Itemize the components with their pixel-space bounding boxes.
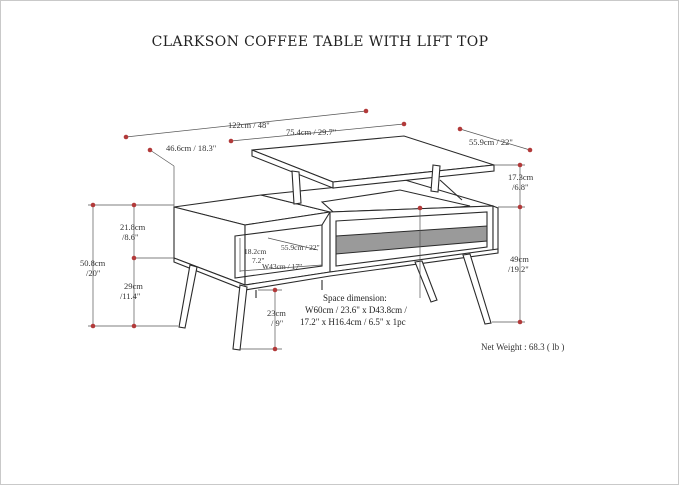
space-dimension-line-1: W60cm / 23.6" x D43.8cm / (305, 305, 407, 315)
cubby-height-label-1: 18.2cm (244, 247, 266, 256)
drawer-panel (335, 225, 488, 255)
leg-height-label-2: / 9" (271, 318, 283, 328)
cubby-opening (234, 224, 323, 279)
space-dimension-line-2: 17.2" x H16.4cm / 6.5" x 1pc (300, 317, 406, 327)
right-end (492, 205, 499, 252)
cubby-width-label: W43cm / 17" (262, 262, 302, 271)
lift-top-side (332, 164, 495, 189)
top-section-label-2: /8.6" (122, 232, 138, 242)
diagram-title: CLARKSON COFFEE TABLE WITH LIFT TOP (151, 34, 489, 50)
lift-top-depth-label: 55.9cm / 22" (469, 137, 513, 147)
leg-height-label-1: 23cm (267, 308, 286, 318)
space-dimension-heading: Space dimension: (323, 293, 387, 303)
body-height-label-1: 29cm (124, 281, 143, 291)
base-rail (173, 248, 499, 291)
cubby-depth-label: 55.9cm / 22" (281, 243, 320, 252)
right-height-label-2: /19.2" (508, 264, 529, 274)
lift-top-width-label: 75.4cm / 29.7" (286, 127, 336, 137)
leg-back-left (232, 284, 248, 351)
dimension-labels: 122cm / 48" 75.4cm / 29.7" 55.9cm / 22" … (80, 120, 534, 328)
cubby-height-label-2: 7.2" (252, 256, 264, 265)
depth-label: 46.6cm / 18.3" (166, 143, 216, 153)
table-outline (173, 135, 499, 351)
space-dimension-note: Space dimension: W60cm / 23.6" x D43.8cm… (300, 293, 407, 327)
lift-height-label-1: 17.3cm (508, 172, 534, 182)
lift-arm-left (291, 170, 302, 205)
dimension-lines (88, 108, 533, 352)
leg-front-left (178, 264, 198, 329)
leg-back-right (462, 253, 492, 325)
overall-width-label: 122cm / 48" (228, 120, 270, 130)
lift-arm-right (430, 164, 441, 193)
lift-height-label-2: /6.8" (512, 182, 528, 192)
overall-height-label-1: 50.8cm (80, 258, 106, 268)
top-section-label-1: 21.8cm (120, 222, 146, 232)
body-height-label-2: /11.4" (120, 291, 140, 301)
leg-front-right (414, 260, 438, 303)
right-height-label-1: 49cm (510, 254, 529, 264)
net-weight-label: Net Weight : 68.3 ( lb ) (481, 342, 565, 352)
overall-height-label-2: /20" (86, 268, 100, 278)
